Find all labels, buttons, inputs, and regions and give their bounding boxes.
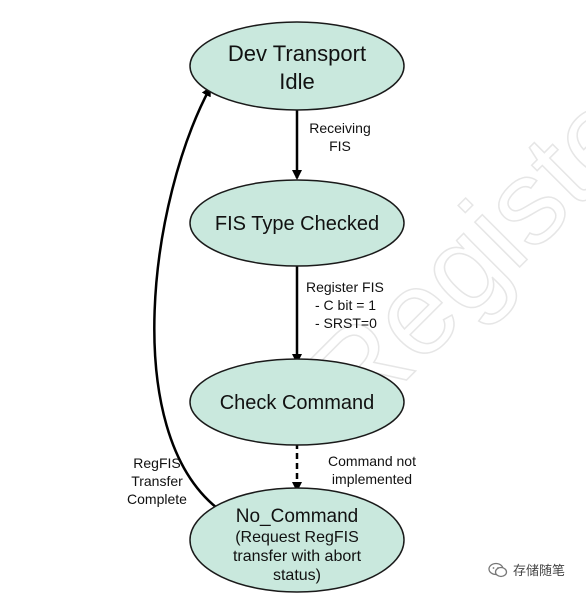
- edge-label-line: RegFIS: [133, 455, 180, 471]
- state-label: FIS Type Checked: [215, 213, 379, 235]
- edge-label-not-implemented: Command not implemented: [328, 453, 416, 487]
- state-no-command: No_Command (Request RegFIS transfer with…: [189, 487, 405, 593]
- edge-label-line: - C bit = 1: [315, 297, 376, 313]
- state-label: (Request RegFIS: [235, 529, 359, 546]
- state-label: Idle: [279, 69, 314, 94]
- state-label: status): [273, 567, 321, 584]
- state-label: Dev Transport: [228, 41, 366, 66]
- state-check-command: Check Command: [189, 358, 405, 446]
- edge-label-receiving: Receiving FIS: [309, 120, 370, 154]
- edge-label-line: Register FIS: [306, 279, 384, 295]
- wechat-icon: [488, 562, 508, 578]
- edge-label-line: Complete: [127, 491, 187, 507]
- edge-label-line: Transfer: [131, 473, 183, 489]
- state-fis-type-checked: FIS Type Checked: [189, 179, 405, 267]
- state-label: Check Command: [220, 392, 375, 414]
- edge-nocommand-to-idle: [153, 86, 218, 509]
- edge-label-register: Register FIS - C bit = 1 - SRST=0: [306, 279, 384, 331]
- state-label: No_Command: [236, 506, 359, 527]
- wechat-watermark: 存储随笔: [488, 560, 565, 579]
- edge-label-line: Receiving: [309, 120, 370, 136]
- edge-label-line: Command not: [328, 453, 416, 469]
- edge-label-line: implemented: [332, 471, 412, 487]
- state-dev-transport-idle: Dev Transport Idle: [189, 21, 405, 111]
- edge-label-line: FIS: [329, 138, 351, 154]
- edge-label-line: - SRST=0: [315, 315, 377, 331]
- wechat-account-name: 存储随笔: [513, 564, 566, 579]
- state-label: transfer with abort: [233, 548, 362, 565]
- edge-label-complete: RegFIS Transfer Complete: [127, 455, 187, 507]
